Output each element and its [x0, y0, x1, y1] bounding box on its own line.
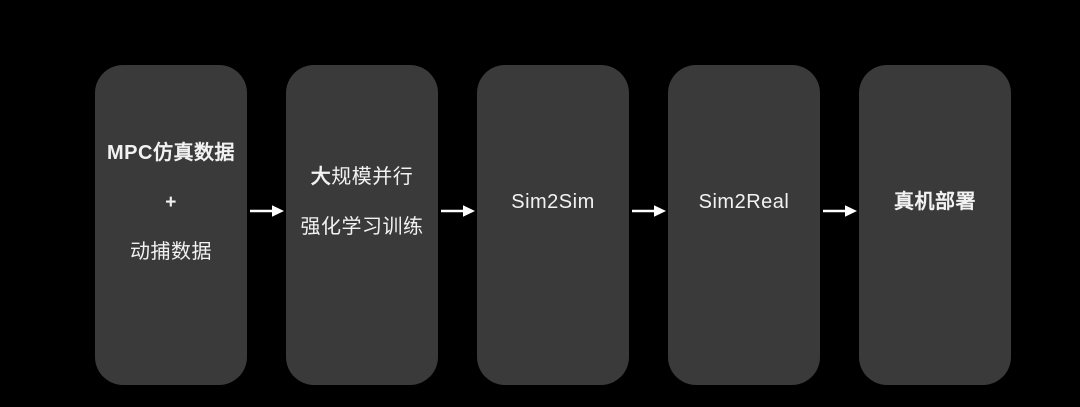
step-label-mpc-sim-data: MPC仿真数据: [107, 141, 235, 164]
flow-step-real-deployment: 真机部署: [859, 65, 1011, 385]
step-label-parallel: 大规模并行: [311, 167, 414, 187]
step-label-sim2sim: Sim2Sim: [511, 191, 595, 213]
flow-row: MPC仿真数据 + 动捕数据 大规模并行 强化学习训练 Sim2Sim: [95, 65, 1011, 385]
right-arrow-icon: [822, 205, 857, 217]
plus-sign: +: [165, 191, 177, 213]
right-arrow-icon: [631, 205, 666, 217]
step-label-parallel-rest: 规模并行: [331, 166, 414, 188]
right-arrow-icon: [440, 205, 475, 217]
step-label-parallel-bold: 大: [310, 166, 332, 188]
flow-step-rl-training: 大规模并行 强化学习训练: [286, 65, 438, 385]
flow-arrow-4: [820, 65, 859, 385]
flow-arrow-1: [247, 65, 286, 385]
right-arrow-icon: [249, 205, 284, 217]
flow-step-sim2sim: Sim2Sim: [477, 65, 629, 385]
step-label-mocap-data: 动捕数据: [130, 240, 212, 263]
step-label-rl: 强化学习训练: [300, 216, 424, 238]
flow-arrow-2: [438, 65, 477, 385]
flow-arrow-3: [629, 65, 668, 385]
step-label-sim2real: Sim2Real: [698, 191, 790, 213]
flow-step-training-data: MPC仿真数据 + 动捕数据: [95, 65, 247, 385]
step-label-deployment: 真机部署: [894, 191, 976, 213]
flow-step-sim2real: Sim2Real: [668, 65, 820, 385]
